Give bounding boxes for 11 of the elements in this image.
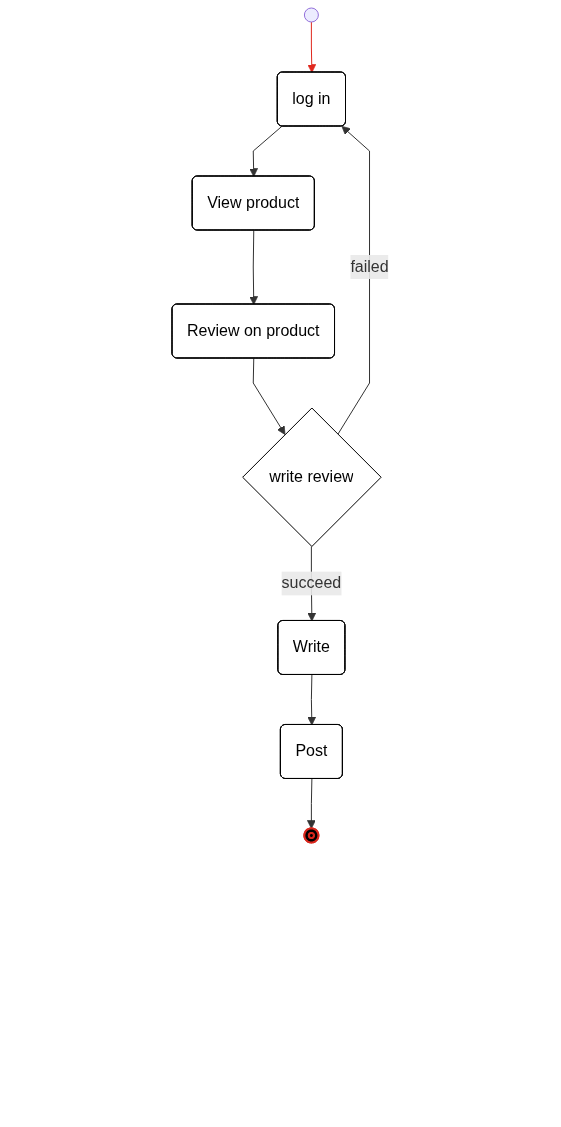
edge-label: succeed <box>281 574 342 592</box>
arrow <box>307 21 317 73</box>
node-diamond: write review <box>242 407 382 547</box>
arrow <box>307 674 317 726</box>
arrow <box>249 230 259 305</box>
node-circle <box>304 7 320 23</box>
arrow <box>252 358 286 435</box>
edge-label: failed <box>350 258 389 275</box>
arrow <box>307 778 316 829</box>
arrow <box>249 125 283 177</box>
arrow <box>337 126 371 435</box>
